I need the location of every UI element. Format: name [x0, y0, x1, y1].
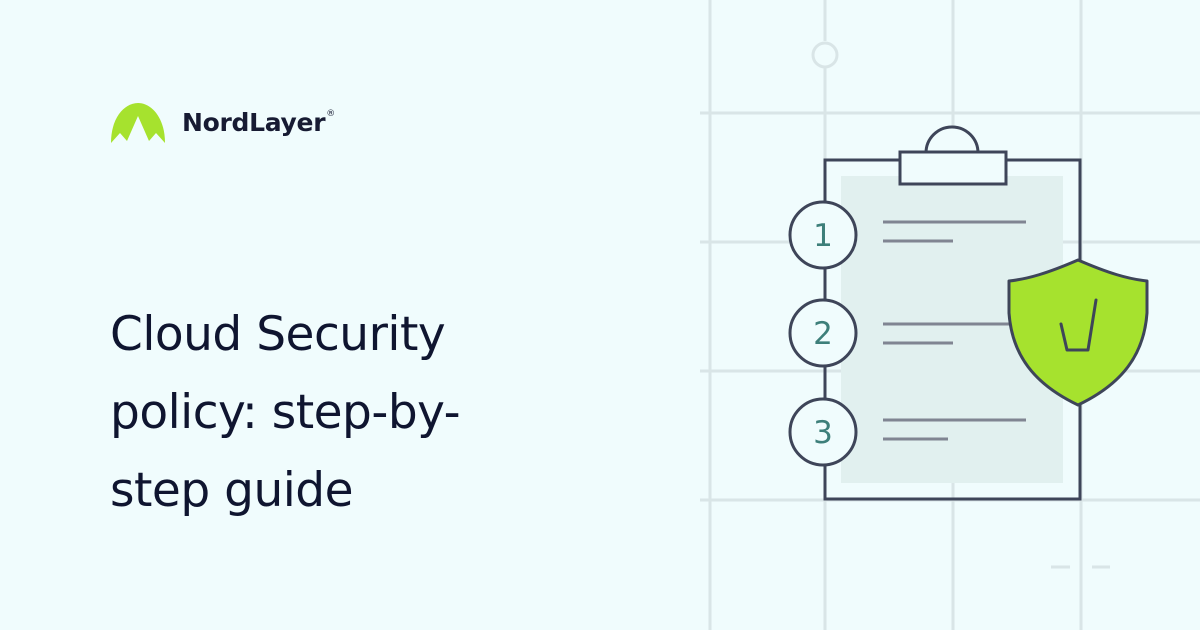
title-line-1: Cloud Security	[110, 307, 446, 362]
shield-check-icon	[1007, 258, 1149, 407]
brand-logo[interactable]: NordLayer®	[108, 98, 335, 146]
brand-name: NordLayer®	[182, 108, 335, 137]
title-line-2: policy: step-by-	[110, 385, 461, 440]
mountain-logo-icon	[111, 103, 165, 143]
registered-mark: ®	[326, 108, 335, 119]
step-3: 3	[788, 397, 1026, 467]
step-1-number: 1	[813, 218, 833, 254]
title-line-3: step guide	[110, 463, 354, 518]
clipboard-illustration: 1 2 3	[700, 0, 1200, 630]
step-2: 2	[788, 298, 1026, 368]
step-2-number: 2	[813, 316, 833, 352]
step-3-number: 3	[813, 415, 833, 451]
step-1: 1	[788, 200, 1026, 270]
brand-name-text: NordLayer	[182, 107, 326, 137]
page-title: Cloud Security policy: step-by- step gui…	[110, 296, 610, 530]
